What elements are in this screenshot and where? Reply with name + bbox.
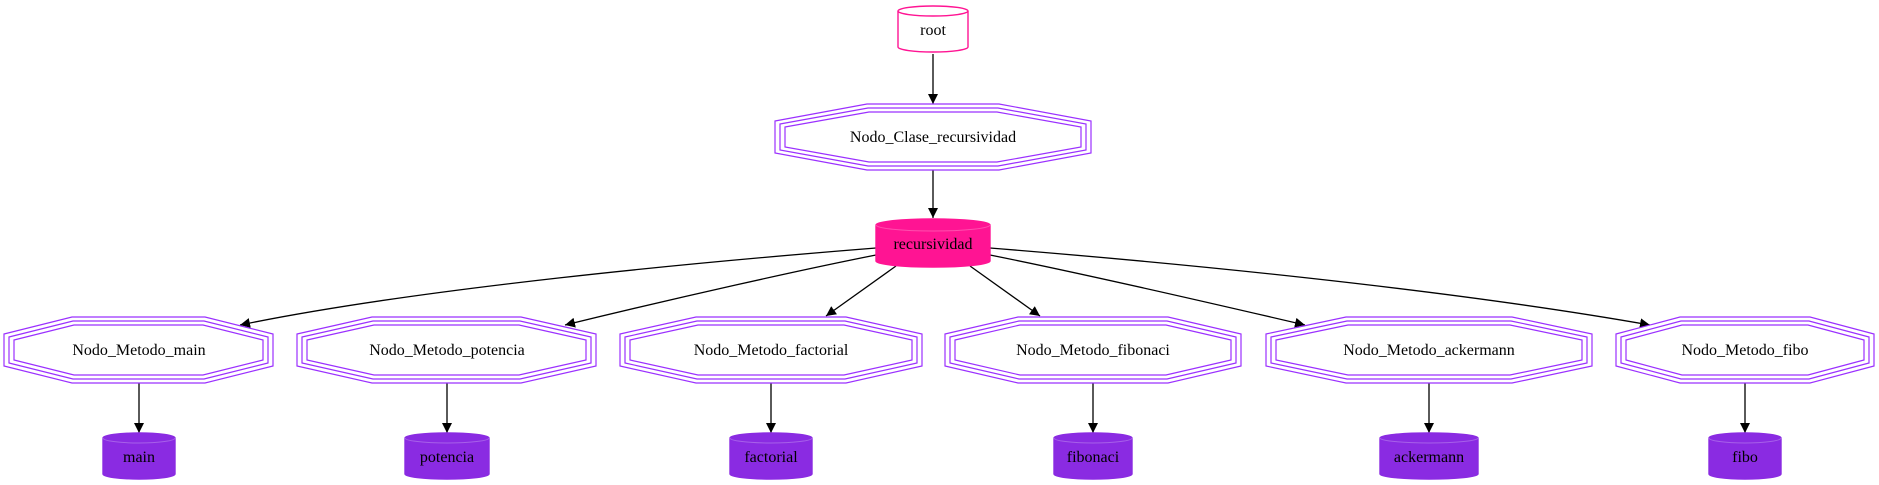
leaf-ackermann-cylinder (1379, 432, 1479, 480)
node-clase: Nodo_Clase_recursividad (774, 103, 1092, 171)
potencia-octagon-middle (301, 320, 592, 380)
edges (134, 54, 1750, 433)
root-label: root (920, 22, 946, 39)
ackermann-octagon-inner (1275, 324, 1583, 376)
potencia-octagon-outer (296, 316, 597, 384)
leaf-ackermann-label: ackermann (1394, 449, 1464, 466)
node-metodo-potencia: Nodo_Metodo_potencia (296, 316, 597, 384)
main-octagon-middle (8, 320, 269, 380)
fibo-octagon-inner (1625, 324, 1865, 376)
leaf-factorial-label: factorial (744, 449, 798, 466)
metodo-potencia-label: Nodo_Metodo_potencia (369, 342, 525, 359)
leaf-fibo-cylinder (1708, 432, 1782, 480)
node-recursividad: recursividad (875, 218, 991, 268)
leaf-factorial-cylinder (729, 432, 813, 480)
fibonaci-octagon-middle (949, 320, 1237, 380)
leaf-fibonaci-label: fibonaci (1067, 449, 1120, 466)
edge-recursividad-to-factorial (825, 265, 897, 317)
node-metodo-ackermann: Nodo_Metodo_ackermann (1265, 316, 1593, 384)
root-cylinder (897, 5, 969, 53)
fibo-octagon-outer (1615, 316, 1875, 384)
ackermann-octagon-outer (1265, 316, 1593, 384)
leaf-potencia-label: potencia (420, 449, 474, 466)
leaf-potencia-cylinder (404, 432, 490, 480)
metodo-fibo-label: Nodo_Metodo_fibo (1681, 342, 1808, 359)
edge-recursividad-to-ackermann (989, 254, 1306, 328)
leaf-ackermann: ackermann (1379, 432, 1479, 480)
metodo-factorial-label: Nodo_Metodo_factorial (694, 342, 849, 359)
fibo-octagon-middle (1620, 320, 1870, 380)
clase-label: Nodo_Clase_recursividad (850, 129, 1016, 146)
metodo-ackermann-label: Nodo_Metodo_ackermann (1343, 342, 1515, 359)
metodo-fibonaci-label: Nodo_Metodo_fibonaci (1016, 342, 1170, 359)
factorial-octagon-inner (629, 324, 913, 376)
metodo-main-label: Nodo_Metodo_main (72, 342, 205, 359)
node-root: root (897, 5, 969, 53)
edge-recursividad-to-fibo (989, 247, 1651, 329)
leaf-factorial: factorial (729, 432, 813, 480)
main-octagon-inner (13, 324, 264, 376)
leaf-fibonaci: fibonaci (1053, 432, 1133, 480)
node-metodo-factorial: Nodo_Metodo_factorial (619, 316, 923, 384)
leaf-fibo: fibo (1708, 432, 1782, 480)
node-metodo-main: Nodo_Metodo_main (3, 316, 274, 384)
fibonaci-octagon-inner (954, 324, 1232, 376)
main-octagon-outer (3, 316, 274, 384)
edge-recursividad-to-fibonaci (969, 265, 1041, 317)
factorial-octagon-outer (619, 316, 923, 384)
leaf-fibonaci-cylinder (1053, 432, 1133, 480)
leaf-potencia: potencia (404, 432, 490, 480)
edge-recursividad-to-potencia (564, 254, 877, 328)
ackermann-octagon-middle (1270, 320, 1588, 380)
potencia-octagon-inner (306, 324, 587, 376)
recursividad-cylinder (875, 218, 991, 268)
clase-octagon-outer (774, 103, 1092, 171)
recursividad-label: recursividad (893, 236, 972, 253)
edge-recursividad-to-main (239, 247, 877, 328)
leaf-main: main (102, 432, 176, 480)
leaf-main-cylinder (102, 432, 176, 480)
node-metodo-fibo: Nodo_Metodo_fibo (1615, 316, 1875, 384)
clase-octagon-middle (779, 107, 1087, 167)
leaf-main-label: main (123, 449, 155, 466)
fibonaci-octagon-outer (944, 316, 1242, 384)
node-metodo-fibonaci: Nodo_Metodo_fibonaci (944, 316, 1242, 384)
factorial-octagon-middle (624, 320, 918, 380)
clase-octagon-inner (784, 111, 1082, 163)
leaf-fibo-label: fibo (1732, 449, 1758, 466)
